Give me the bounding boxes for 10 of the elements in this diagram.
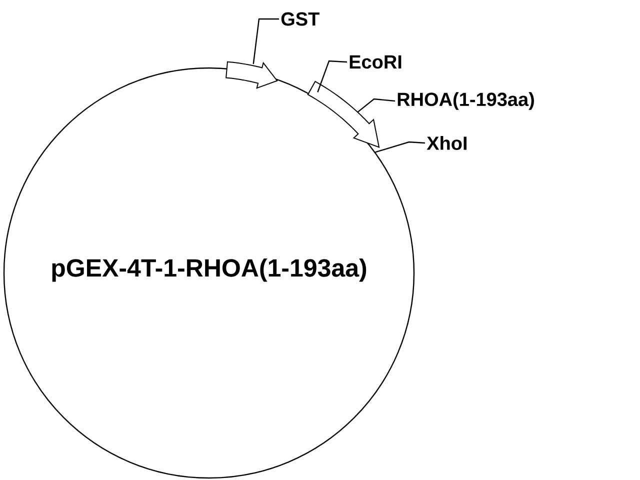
leader-line — [317, 60, 348, 92]
feature-label: XhoI — [426, 136, 466, 150]
leader-line — [252, 18, 279, 64]
feature-label: EcoRI — [350, 55, 402, 69]
leader-line — [375, 141, 426, 153]
feature-arrow — [307, 80, 380, 148]
leader-line — [357, 98, 396, 113]
feature-arrow — [226, 61, 278, 89]
feature-label: RHOA(1-193aa) — [398, 92, 534, 110]
feature-label: GST — [281, 12, 320, 26]
